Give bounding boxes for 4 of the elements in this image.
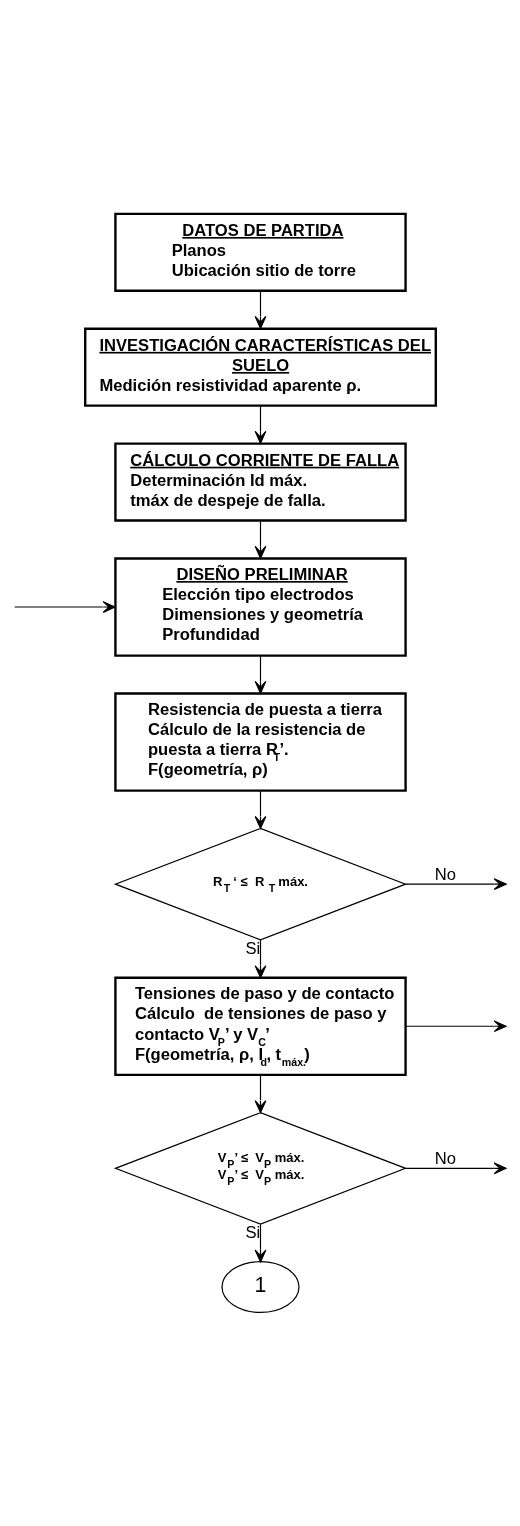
edge-label: No <box>434 1148 456 1168</box>
edge-label: Si <box>244 1223 260 1243</box>
edge-label: Si <box>244 939 260 959</box>
edge-label: No <box>434 864 456 884</box>
